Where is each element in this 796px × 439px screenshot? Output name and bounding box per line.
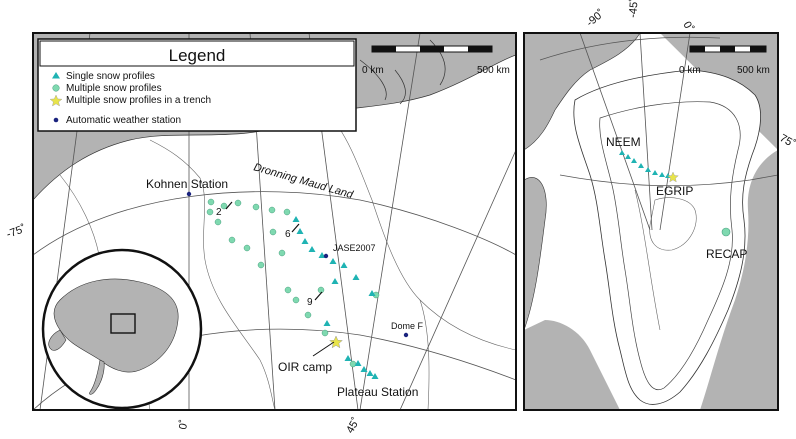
single-profile-point: [638, 163, 644, 168]
single-profile-point: [318, 252, 326, 258]
lon-minus45-label: -45˚: [627, 0, 641, 18]
single-profile-point: [354, 360, 362, 366]
multiple-profile-point: [207, 198, 215, 206]
single-profile-point: [631, 158, 637, 163]
right-map-frame: [523, 32, 779, 411]
multiple-profile-point: [268, 206, 276, 214]
single-profile-point: [366, 370, 374, 376]
legend-item-multiple: Multiple snow profiles: [66, 83, 162, 94]
single-profile-point: [331, 278, 339, 284]
multiple-profile-point: [292, 296, 300, 304]
multiple-profile-point: [257, 261, 265, 269]
traverse-points: [186, 191, 409, 379]
right-scale-bar: 0 km 500 km: [679, 45, 770, 76]
latitude-75-line: [33, 191, 516, 256]
trench-profile-star: [329, 335, 343, 349]
single-profile-point: [645, 167, 651, 172]
segment-number-6: 6: [285, 229, 291, 240]
segment-number-9: 9: [307, 297, 313, 308]
aws-jase: [323, 253, 329, 259]
single-profile-point: [352, 274, 360, 280]
left-scale-end: 500 km: [477, 65, 510, 76]
right-scale-start: 0 km: [679, 65, 701, 76]
multiple-profile-point: [220, 202, 228, 210]
lon-0-right-label: 0˚: [680, 20, 695, 34]
multiple-profile-point: [349, 360, 357, 368]
single-profile-point: [329, 258, 337, 264]
aws-kohnen: [186, 191, 192, 197]
neem-label: NEEM: [606, 135, 641, 149]
multiple-profile-point: [234, 199, 242, 207]
legend-dot-symbol: [53, 117, 59, 123]
legend-triangle-symbol: [52, 72, 60, 79]
single-profile-point: [652, 170, 658, 175]
legend-circle-symbol: [52, 84, 60, 92]
single-profile-point: [344, 355, 352, 361]
multiple-profile-point: [317, 286, 325, 294]
single-profile-point: [308, 246, 316, 252]
legend-item-single: Single snow profiles: [66, 71, 155, 82]
study-area-box: [110, 313, 136, 334]
multiple-profile-point: [252, 203, 260, 211]
single-profile-point: [296, 228, 304, 234]
multiple-profile-point: [278, 249, 286, 257]
aws-domef: [403, 332, 409, 338]
single-profile-point: [323, 320, 331, 326]
legend-star-symbol: [49, 94, 63, 107]
greenland-map-panel: [524, 33, 778, 410]
multiple-profile-point: [284, 286, 292, 294]
left-map-frame: [32, 32, 517, 411]
single-profile-point: [371, 373, 379, 379]
single-profile-point: [340, 262, 348, 268]
oir-camp-label: OIR camp: [278, 360, 332, 374]
single-profile-point: [619, 150, 625, 155]
legend-item-aws: Automatic weather station: [66, 115, 181, 126]
lat-75-right-label: 75˚: [778, 132, 796, 150]
dome-f-label: Dome F: [391, 321, 424, 331]
right-scale-end: 500 km: [737, 65, 770, 76]
lon-0-label: 0˚: [177, 419, 191, 431]
multiple-profile-point: [214, 218, 222, 226]
plateau-station-label: Plateau Station: [337, 385, 418, 399]
ice-sheet-margin: [599, 101, 741, 390]
antarctica-overview-inset: [41, 248, 203, 410]
egrip-trench-star: [667, 171, 679, 183]
multiple-profile-point: [269, 228, 277, 236]
multiple-profile-point: [243, 244, 251, 252]
single-profile-point: [368, 290, 376, 296]
multiple-profile-point: [283, 208, 291, 216]
single-profile-point: [301, 238, 309, 244]
single-profile-point: [659, 172, 665, 177]
multiple-profile-point: [228, 236, 236, 244]
segment-number-2: 2: [216, 207, 222, 218]
recap-label: RECAP: [706, 247, 747, 261]
egrip-label: EGRIP: [656, 184, 693, 198]
single-profile-point: [292, 216, 300, 222]
single-profile-point: [625, 154, 631, 159]
kohnen-station-label: Kohnen Station: [146, 177, 228, 191]
multiple-profile-point: [206, 208, 214, 216]
multiple-profile-point: [304, 311, 312, 319]
recap-profile-point: [721, 227, 731, 237]
single-profile-point: [360, 366, 368, 372]
lon-minus90-label: -90˚: [584, 8, 607, 30]
jase2007-label: JASE2007: [333, 243, 376, 253]
left-scale-bar: 0 km 500 km: [362, 45, 510, 76]
multiple-profile-point: [321, 329, 329, 337]
legend-item-trench: Multiple snow profiles in a trench: [66, 95, 211, 106]
lat-75-label: -75˚: [5, 223, 27, 241]
lon-45-label: 45˚: [344, 416, 362, 436]
legend-title: Legend: [169, 46, 226, 65]
legend: Legend Single snow profiles Multiple sno…: [37, 38, 357, 132]
left-scale-start: 0 km: [362, 65, 384, 76]
